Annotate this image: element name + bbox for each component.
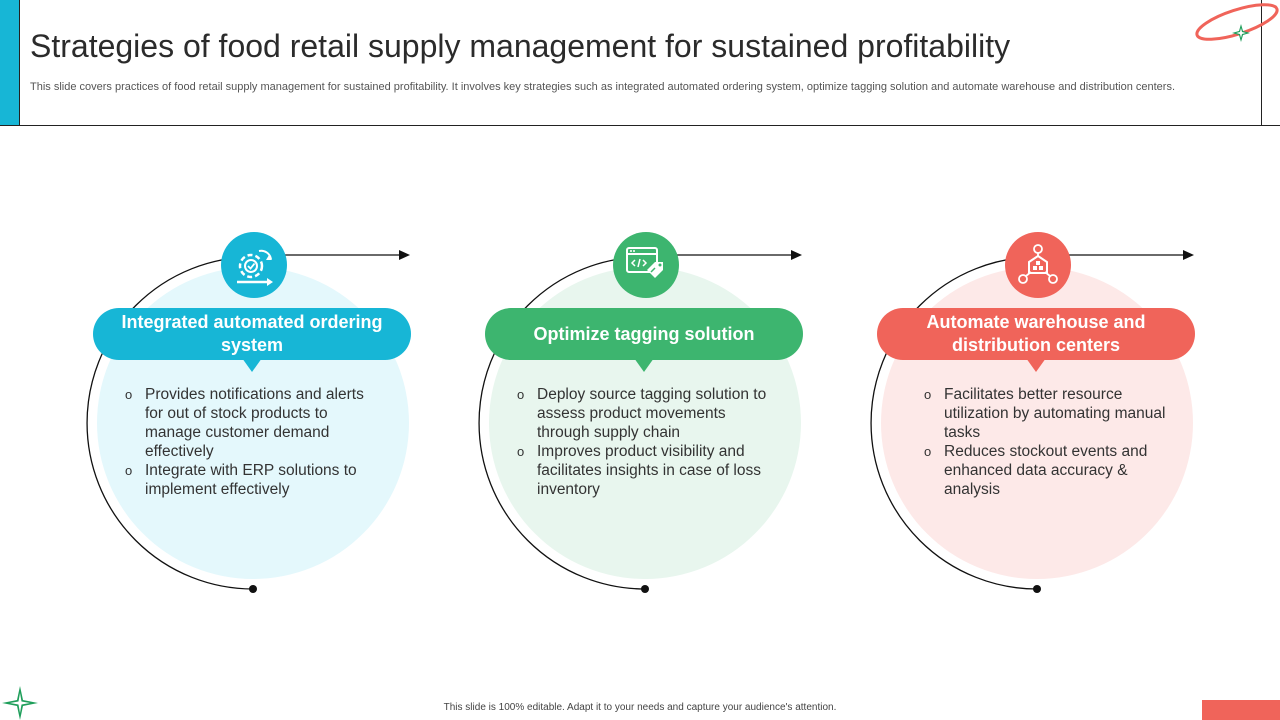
corner-accent — [1202, 700, 1280, 720]
strategy-card-2: Optimize tagging solution Deploy source … — [477, 225, 817, 605]
browser-code-tag-icon — [613, 232, 679, 298]
automation-gear-icon — [221, 232, 287, 298]
card-2-title: Optimize tagging solution — [485, 308, 803, 360]
bullet-item: Improves product visibility and facilita… — [517, 442, 767, 499]
sparkle-star-icon — [2, 686, 38, 720]
strategy-card-3: Automate warehouse and distribution cent… — [869, 225, 1209, 605]
card-2-pointer — [634, 358, 654, 372]
card-1-title: Integrated automated ordering system — [93, 308, 411, 360]
card-1-pointer — [242, 358, 262, 372]
accent-line — [19, 0, 20, 125]
header-right-rule — [1261, 0, 1262, 125]
bullet-item: Deploy source tagging solution to assess… — [517, 385, 767, 442]
page-subtitle: This slide covers practices of food reta… — [30, 81, 1176, 93]
accent-bar — [0, 0, 20, 125]
card-3-pointer — [1026, 358, 1046, 372]
bullet-item: Provides notifications and alerts for ou… — [125, 385, 375, 461]
card-2-bullets: Deploy source tagging solution to assess… — [517, 385, 767, 499]
card-1-bullets: Provides notifications and alerts for ou… — [125, 385, 375, 499]
bullet-item: Reduces stockout events and enhanced dat… — [924, 442, 1169, 499]
card-3-bullets: Facilitates better resource utilization … — [924, 385, 1169, 499]
orbit-star-icon — [1195, 3, 1279, 42]
header-rule — [0, 125, 1280, 126]
bullet-item: Integrate with ERP solutions to implemen… — [125, 461, 375, 499]
bullet-item: Facilitates better resource utilization … — [924, 385, 1169, 442]
footer-note: This slide is 100% editable. Adapt it to… — [443, 702, 837, 713]
strategy-card-1: Integrated automated ordering system Pro… — [85, 225, 425, 605]
page-title: Strategies of food retail supply managem… — [30, 28, 1011, 64]
card-3-title: Automate warehouse and distribution cent… — [877, 308, 1195, 360]
warehouse-network-icon — [1005, 232, 1071, 298]
